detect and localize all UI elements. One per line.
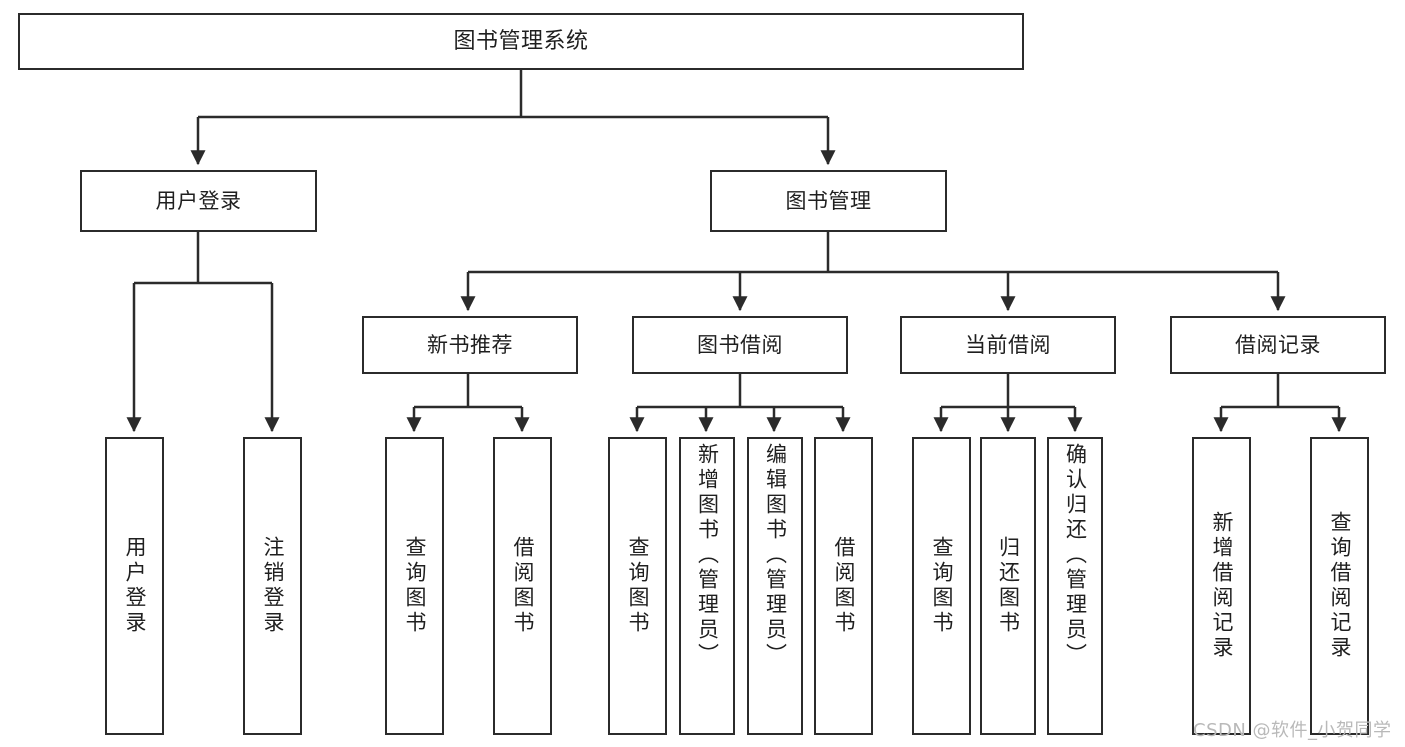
node-current-borrow[interactable]: 当前借阅: [900, 316, 1116, 374]
node-leaf-edit-book-admin[interactable]: 编辑图书（管理员）: [747, 437, 803, 735]
node-label: 当前借阅: [965, 332, 1051, 357]
node-book-borrow[interactable]: 图书借阅: [632, 316, 848, 374]
node-label: 用户登录: [123, 536, 147, 636]
node-label: 借阅图书: [511, 536, 535, 636]
node-label: 图书借阅: [697, 332, 783, 357]
node-label: 图书管理: [785, 188, 872, 213]
node-leaf-query-borrow-record[interactable]: 查询借阅记录: [1310, 437, 1369, 735]
node-book-management[interactable]: 图书管理: [710, 170, 947, 232]
node-label: 确认归还（管理员）: [1063, 443, 1088, 668]
node-new-book-recommend[interactable]: 新书推荐: [362, 316, 578, 374]
csdn-watermark: CSDN @软件_小贺同学: [1193, 720, 1392, 741]
node-label: 查询图书: [930, 536, 954, 636]
node-leaf-borrow-book-1[interactable]: 借阅图书: [493, 437, 552, 735]
node-user-login[interactable]: 用户登录: [80, 170, 317, 232]
node-leaf-query-book-3[interactable]: 查询图书: [912, 437, 971, 735]
node-leaf-query-book-1[interactable]: 查询图书: [385, 437, 444, 735]
node-root-system[interactable]: 图书管理系统: [18, 13, 1024, 70]
node-leaf-add-book-admin[interactable]: 新增图书（管理员）: [679, 437, 735, 735]
node-label: 借阅记录: [1235, 332, 1321, 357]
node-label: 用户登录: [155, 188, 242, 213]
node-leaf-user-login[interactable]: 用户登录: [105, 437, 164, 735]
node-label: 归还图书: [996, 536, 1021, 636]
node-leaf-borrow-book-2[interactable]: 借阅图书: [814, 437, 873, 735]
node-label: 查询借阅记录: [1328, 511, 1352, 661]
node-label: 新书推荐: [427, 332, 513, 357]
node-label: 注销登录: [261, 536, 285, 636]
node-leaf-query-book-2[interactable]: 查询图书: [608, 437, 667, 735]
node-label: 编辑图书（管理员）: [763, 443, 788, 668]
node-label: 查询图书: [626, 536, 650, 636]
node-label: 借阅图书: [832, 536, 856, 636]
node-leaf-return-book[interactable]: 归还图书: [980, 437, 1036, 735]
node-label: 查询图书: [403, 536, 427, 636]
node-leaf-add-borrow-record[interactable]: 新增借阅记录: [1192, 437, 1251, 735]
node-label: 新增图书（管理员）: [695, 443, 720, 668]
node-leaf-confirm-return-admin[interactable]: 确认归还（管理员）: [1047, 437, 1103, 735]
node-label: 新增借阅记录: [1210, 511, 1234, 661]
node-label: 图书管理系统: [453, 28, 589, 54]
node-borrow-record[interactable]: 借阅记录: [1170, 316, 1386, 374]
node-leaf-logout-login[interactable]: 注销登录: [243, 437, 302, 735]
